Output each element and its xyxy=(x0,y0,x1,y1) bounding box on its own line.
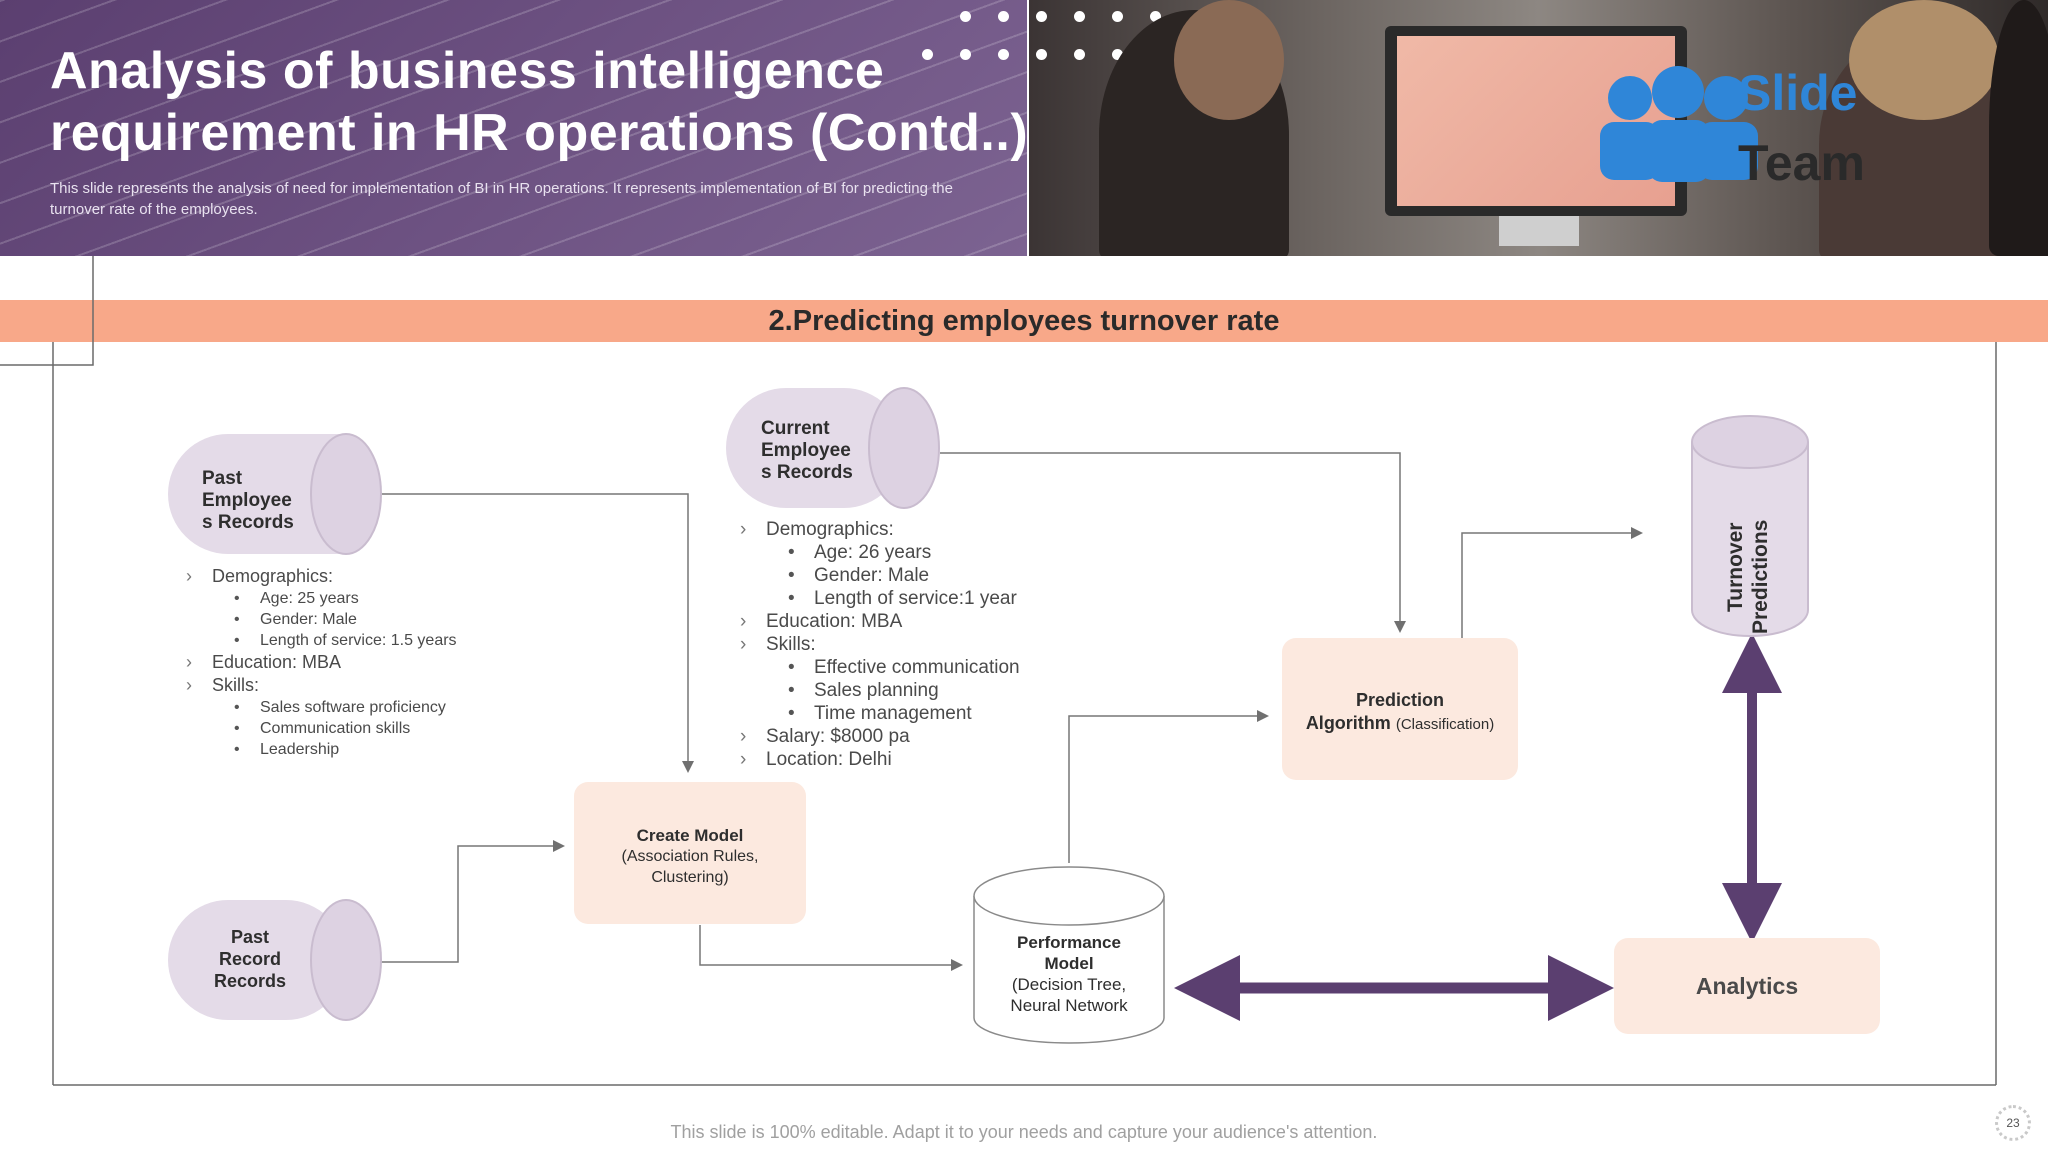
prediction-title-2: Algorithm xyxy=(1305,713,1391,733)
content-frame xyxy=(0,256,1997,1086)
section-title: 2.Predicting employees turnover rate xyxy=(768,305,1280,337)
footer-note: This slide is 100% editable. Adapt it to… xyxy=(670,1122,1378,1142)
page-subtitle: This slide represents the analysis of ne… xyxy=(50,180,953,218)
performance-model-label: Performance Model (Decision Tree, Neural… xyxy=(1010,933,1128,1015)
create-model-box: Create Model (Association Rules, Cluster… xyxy=(574,782,806,924)
page-title: Analysis of business intelligence requir… xyxy=(50,40,1027,164)
turnover-label-line-1: Turnover xyxy=(1724,523,1747,612)
connector-prediction-to-turnover xyxy=(1461,527,1643,638)
connector-performance-to-prediction xyxy=(1068,710,1269,863)
slideteam-logo: Slide Team xyxy=(1600,65,1865,191)
cylinder-current-employees xyxy=(726,387,940,509)
prediction-title-1: Prediction xyxy=(1355,690,1444,710)
title-line-2: requirement in HR operations (Contd..) xyxy=(50,104,1027,162)
header-photo xyxy=(1029,0,2048,256)
current-employee-details: Demographics: Age: 26 years Gender: Male… xyxy=(736,518,1020,771)
header-texture xyxy=(0,0,1027,256)
create-model-detail-1: (Association Rules, xyxy=(621,848,759,865)
analytics-box: Analytics xyxy=(1614,938,1880,1034)
section-banner xyxy=(0,300,2048,342)
prediction-algorithm-box: Prediction Algorithm (Classification) xyxy=(1282,638,1518,780)
cylinder-performance-model xyxy=(973,866,1165,1044)
create-model-detail-2: Clustering) xyxy=(651,869,729,886)
cylinder-past-employees xyxy=(168,433,382,555)
connector-create-to-performance xyxy=(699,925,963,971)
header-panel: Analysis of business intelligence requir… xyxy=(0,0,1027,256)
logo-text-team: Team xyxy=(1738,135,1865,191)
connector-current-to-prediction xyxy=(940,452,1406,633)
cylinder-turnover-predictions: Turnover Predictions xyxy=(1691,415,1809,637)
connector-past-to-create xyxy=(381,493,694,773)
prediction-detail: (Classification) xyxy=(1395,716,1495,733)
create-model-title: Create Model xyxy=(636,826,744,845)
cylinder-past-record xyxy=(168,899,382,1021)
page-number: 23 xyxy=(1995,1105,2031,1141)
turnover-label-line-2: Predictions xyxy=(1749,520,1772,634)
connector-record-to-create xyxy=(381,840,565,963)
logo-text-slide: Slide xyxy=(1738,65,1857,121)
past-employee-details: Demographics: Age: 25 years Gender: Male… xyxy=(182,565,457,760)
title-line-1: Analysis of business intelligence xyxy=(50,42,885,100)
svg-text:Turnover Predictions: Turnover Predictions xyxy=(1724,517,1772,634)
